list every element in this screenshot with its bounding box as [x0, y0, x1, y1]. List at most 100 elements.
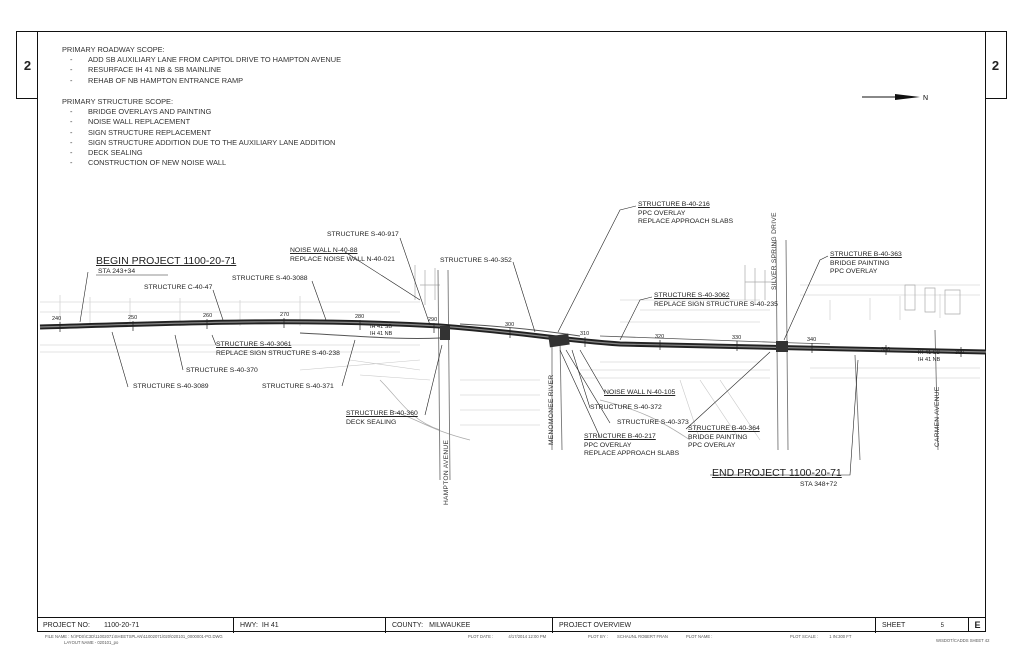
- bridge-b-40-216: [548, 333, 570, 348]
- annotation-s-40-917: STRUCTURE S-40-917: [327, 231, 399, 238]
- annotation-s-40-370: STRUCTURE S-40-370: [186, 367, 258, 374]
- road-label-nb: IH 41 NB: [370, 331, 393, 337]
- footer-plot-name: PLOT NAME :: [686, 634, 713, 639]
- annotation-line: PPC OVERLAY: [584, 441, 632, 449]
- annotation-s-40-3062: STRUCTURE S-40-3062 REPLACE SIGN STRUCTU…: [654, 292, 778, 309]
- annotation-line: STRUCTURE S-40-3062: [654, 292, 730, 299]
- station-label: 310: [580, 331, 589, 337]
- title-block-hwy: HWY: IH 41: [234, 618, 386, 633]
- annotation-line: STRUCTURE B-40-217: [584, 433, 656, 440]
- annotation-line: REPLACE APPROACH SLABS: [584, 450, 680, 458]
- annotation-nw-n-40-88: NOISE WALL N-40-88 REPLACE NOISE WALL N-…: [290, 247, 395, 264]
- station-label: 240: [52, 316, 61, 322]
- north-arrow-icon: [862, 94, 920, 100]
- annotation-line: REPLACE SIGN STRUCTURE S-40-235: [654, 300, 778, 308]
- structure-scope-title: PRIMARY STRUCTURE SCOPE:: [62, 97, 174, 106]
- annotation-line: STRUCTURE B-40-216: [638, 201, 710, 208]
- annotation-b-40-217: STRUCTURE B-40-217 PPC OVERLAY REPLACE A…: [584, 433, 679, 459]
- background-streets: [40, 284, 980, 441]
- title-block-sheet: SHEET 5: [876, 618, 968, 633]
- annotation-b-40-363: STRUCTURE B-40-363 BRIDGE PAINTING PPC O…: [830, 251, 902, 277]
- annotation-line: PPC OVERLAY: [830, 268, 878, 276]
- bridge-b-40-363: [776, 341, 788, 352]
- annotation-b-40-216: STRUCTURE B-40-216 PPC OVERLAY REPLACE A…: [638, 201, 733, 227]
- leader-lines: [79, 205, 859, 476]
- road-label-sb: IH 41 SB: [370, 324, 392, 330]
- annotation-line: NOISE WALL N-40-88: [290, 247, 358, 254]
- county-value: MILWAUKEE: [429, 622, 471, 629]
- street-label-silver-spring: SILVER SPRING DRIVE: [771, 212, 778, 290]
- north-label: N: [923, 95, 928, 102]
- road-label-sb-2: IH 41 SB: [918, 350, 940, 356]
- footer-layout: LAYOUT NAME - 020101_po: [64, 640, 119, 645]
- footer-wisdot: WISDOT/CADDS SHEET 42: [936, 638, 990, 643]
- annotation-line: STRUCTURE B-40-363: [830, 251, 902, 258]
- begin-project-title: BEGIN PROJECT 1100-20-71: [96, 255, 237, 267]
- footer-plot-by: PLOT BY : SCHAUNL ROBERT FRAN: [588, 634, 668, 639]
- annotation-b-40-364: STRUCTURE B-40-364 BRIDGE PAINTING PPC O…: [688, 425, 760, 451]
- station-label: 300: [505, 322, 514, 328]
- station-label: 280: [355, 314, 364, 320]
- footer-plot-scale: PLOT SCALE : 1 IN:300 FT: [790, 634, 851, 639]
- roadway-scope-item: ADD SB AUXILIARY LANE FROM CAPITOL DRIVE…: [70, 55, 341, 65]
- annotation-s-40-352: STRUCTURE S-40-352: [440, 257, 512, 264]
- begin-project-station: STA 243+34: [98, 268, 136, 275]
- roadway-scope: PRIMARY ROADWAY SCOPE: ADD SB AUXILIARY …: [62, 45, 341, 86]
- station-label: 260: [203, 313, 212, 319]
- station-ticks: [59, 318, 962, 357]
- annotation-s-40-373: STRUCTURE S-40-373: [617, 419, 689, 426]
- annotation-s-40-372: STRUCTURE S-40-372: [590, 404, 662, 411]
- station-labels: 240 250 260 270 280 290 300 310 320 330 …: [52, 312, 964, 356]
- title-block-sheet-title: PROJECT OVERVIEW: [553, 618, 876, 633]
- hwy-value: IH 41: [261, 622, 279, 629]
- plot-by-label: PLOT BY :: [588, 634, 608, 639]
- structure-scope-item: BRIDGE OVERLAYS AND PAINTING: [70, 107, 335, 117]
- file-name: N:\PDS\C3D\11002071\SHEETSPLAN\11002071\…: [70, 634, 223, 639]
- project-number: 1100-20-71: [103, 622, 140, 629]
- file-name-label: FILE NAME :: [45, 634, 70, 639]
- station-label: 350: [881, 347, 890, 353]
- plot-date-label: PLOT DATE :: [468, 634, 494, 639]
- annotation-line: STRUCTURE B-40-364: [688, 425, 760, 432]
- footer-plot-date: PLOT DATE : 4/17/2014 12:00 PM: [468, 634, 546, 639]
- annotation-s-40-3061: STRUCTURE S-40-3061 REPLACE SIGN STRUCTU…: [216, 341, 340, 358]
- annotation-c-40-47: STRUCTURE C-40-47: [144, 284, 213, 291]
- background-blocks: [379, 265, 961, 441]
- annotation-line: REPLACE SIGN STRUCTURE S-40-238: [216, 349, 340, 357]
- roadway-scope-title: PRIMARY ROADWAY SCOPE:: [62, 45, 165, 54]
- street-label-menomonee: MENOMONEE RIVER: [548, 374, 555, 445]
- roadway-scope-item: REHAB OF NB HAMPTON ENTRANCE RAMP: [70, 76, 341, 86]
- structure-scope-item: NOISE WALL REPLACEMENT: [70, 117, 335, 127]
- station-label: 330: [732, 335, 741, 341]
- plot-date: 4/17/2014 12:00 PM: [508, 634, 547, 639]
- sheet-label: SHEET: [882, 622, 906, 629]
- structure-scope: PRIMARY STRUCTURE SCOPE: BRIDGE OVERLAYS…: [62, 97, 335, 168]
- structure-scope-item: SIGN STRUCTURE REPLACEMENT: [70, 128, 335, 138]
- end-project-station: STA 348+72: [800, 481, 838, 488]
- station-label: 250: [128, 315, 137, 321]
- drawing-frame: [37, 31, 986, 632]
- end-project-title: END PROJECT 1100-20-71: [712, 467, 842, 479]
- annotation-nw-n-40-105: NOISE WALL N-40-105: [604, 389, 676, 396]
- sheet-tab-label: 2: [23, 57, 32, 73]
- plot-scale: 1 IN:300 FT: [829, 634, 852, 639]
- annotation-s-40-371: STRUCTURE S-40-371: [262, 383, 334, 390]
- sheet-number: 5: [940, 622, 944, 629]
- sheet-letter: E: [968, 617, 986, 632]
- road-label-nb-2: IH 41 NB: [918, 357, 941, 363]
- annotation-line: DECK SEALING: [346, 418, 397, 426]
- street-label-carmen: CARMEN AVENUE: [934, 386, 941, 447]
- title-block: PROJECT NO: 1100-20-71 HWY: IH 41 COUNTY…: [37, 617, 986, 633]
- sheet-title: PROJECT OVERVIEW: [559, 622, 632, 629]
- structure-scope-item: DECK SEALING: [70, 148, 335, 158]
- sheet-tab-right: 2: [985, 31, 1007, 99]
- plot-by: SCHAUNL ROBERT FRAN: [617, 634, 668, 639]
- annotation-line: REPLACE NOISE WALL N-40-021: [290, 255, 395, 263]
- annotation-s-40-3088: STRUCTURE S-40-3088: [232, 275, 308, 282]
- station-label: 320: [655, 334, 664, 340]
- structure-scope-item: CONSTRUCTION OF NEW NOISE WALL: [70, 158, 335, 168]
- project-label: PROJECT NO:: [43, 622, 90, 629]
- annotation-line: BRIDGE PAINTING: [830, 259, 890, 267]
- station-label: 290: [428, 317, 437, 323]
